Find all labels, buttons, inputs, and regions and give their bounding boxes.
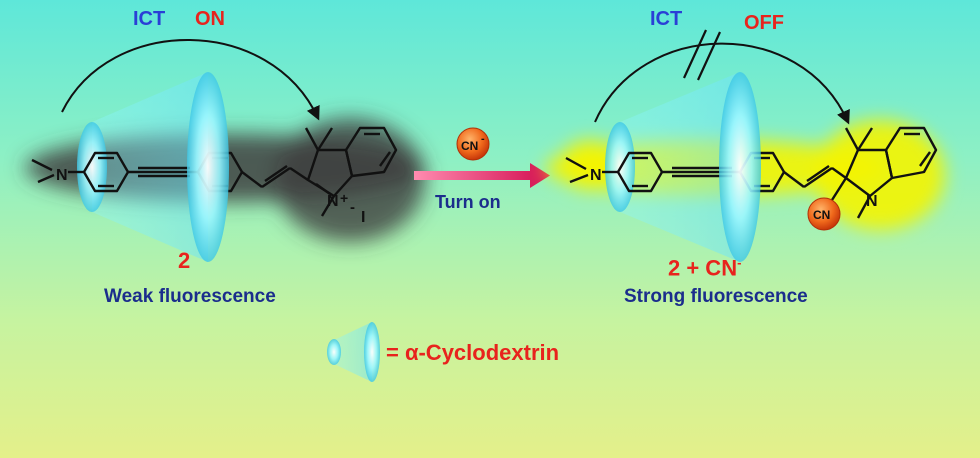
right-compound-label: 2 + CN- [668, 255, 741, 281]
left-cyclodextrin-large-rim [187, 72, 229, 262]
right-cyanide-label: CN [813, 208, 830, 222]
legend-cyclodextrin-icon [327, 322, 380, 382]
left-compound-number: 2 [178, 248, 191, 273]
left-ict-state: ON [195, 8, 225, 30]
right-ict-arrow [594, 42, 850, 125]
right-amine-n: N [590, 167, 602, 184]
right-indoline-n: N [866, 193, 878, 210]
left-counter-minus: - [350, 199, 355, 216]
right-ict-label: ICT [650, 8, 683, 30]
left-amine-n: N [56, 167, 68, 184]
left-indolium-n: N [327, 193, 339, 210]
cyanide-reagent-label: CN [461, 139, 478, 153]
left-ict-label: ICT [133, 8, 166, 30]
cyanide-reagent-ball [456, 127, 490, 161]
left-caption: Weak fluorescence [104, 286, 276, 307]
turn-on-label: Turn on [435, 192, 501, 212]
left-cyclodextrin-small-rim [77, 122, 107, 212]
ict-break-mark-1 [683, 29, 707, 79]
right-compound-sup: - [737, 255, 742, 270]
right-cyanide-ball [807, 197, 841, 231]
left-ict-arrow [61, 39, 320, 121]
reaction-arrow [414, 163, 550, 188]
right-molecule: CN N N [545, 72, 945, 262]
left-counter-ion: I [361, 209, 365, 226]
legend-text: = α-Cyclodextrin [386, 340, 560, 365]
right-caption: Strong fluorescence [624, 286, 808, 307]
right-cyclodextrin-large-rim [719, 72, 761, 262]
left-molecule: N N + - I [25, 72, 425, 262]
right-ict-state: OFF [744, 12, 784, 34]
cyanide-reagent-sup: - [481, 133, 485, 145]
left-positive-charge: + [340, 190, 348, 206]
right-compound-main: 2 + CN [668, 255, 738, 281]
ict-break-mark-2 [697, 31, 721, 81]
